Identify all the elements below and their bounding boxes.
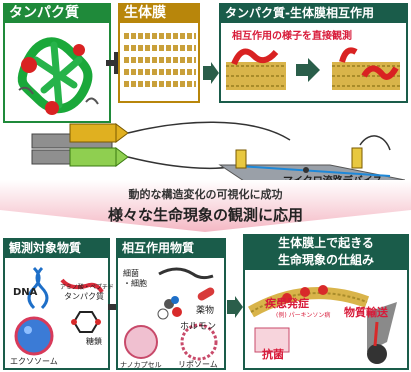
target-illustration [14,266,104,356]
hormone-label: ホルモン [180,322,217,332]
arrow-right-icon [203,62,219,84]
plus-sign [106,52,128,74]
disease-label: 疾患発症 [265,297,309,310]
protein-label: タンパク質 [64,292,104,301]
mechanism-header: 生体膜上で起きる 生命現象の仕組み [243,234,409,270]
bacteria-label-line-2: ・細胞 [123,279,147,288]
lipid-bilayer-illustration [124,33,196,87]
observe-caption: 相互作用の様子を直接観測 [232,31,352,42]
arrow-right-icon-bottom [227,296,243,318]
success-text: 動的な構造変化の可視化に成功 [128,188,283,201]
protein-header: タンパク質 [3,3,111,23]
protein-structure-illustration [17,37,99,115]
parkinson-label: (例) パーキンソン病 [276,312,331,319]
interactor-header: 相互作用物質 [116,238,226,258]
mechanism-illustration [248,285,397,364]
sugar-label: 糖鎖 [86,337,102,346]
liposome-label: リポソーム [178,360,218,369]
interactor-illustration [124,267,218,361]
bacteria-label-line-1: 細菌 [123,269,139,278]
target-header: 観測対象物質 [3,238,110,258]
down-arrow-band [0,180,411,232]
antibacterial-label: 抗菌 [262,348,284,361]
applied-text: 様々な生命現象の観測に応用 [107,206,303,224]
dna-label: DNA [13,287,38,298]
amino-peptide-label: アミノ酸・ペプチド [60,284,114,291]
interaction-illustration [226,47,400,90]
membrane-header: 生体膜 [118,3,200,23]
drug-label: 薬物 [196,306,215,316]
nanocapsule-label: ナノカプセル [120,361,162,369]
transport-label: 物質輸送 [344,306,388,319]
mechanism-header-line-1: 生体膜上で起きる [278,236,374,250]
bacteria-label: 細菌 ・細胞 [123,269,147,289]
interaction-header: タンパク質-生体膜相互作用 [219,3,408,23]
exosome-label: エクソソーム [10,357,58,366]
mechanism-header-line-2: 生命現象の仕組み [277,253,374,267]
